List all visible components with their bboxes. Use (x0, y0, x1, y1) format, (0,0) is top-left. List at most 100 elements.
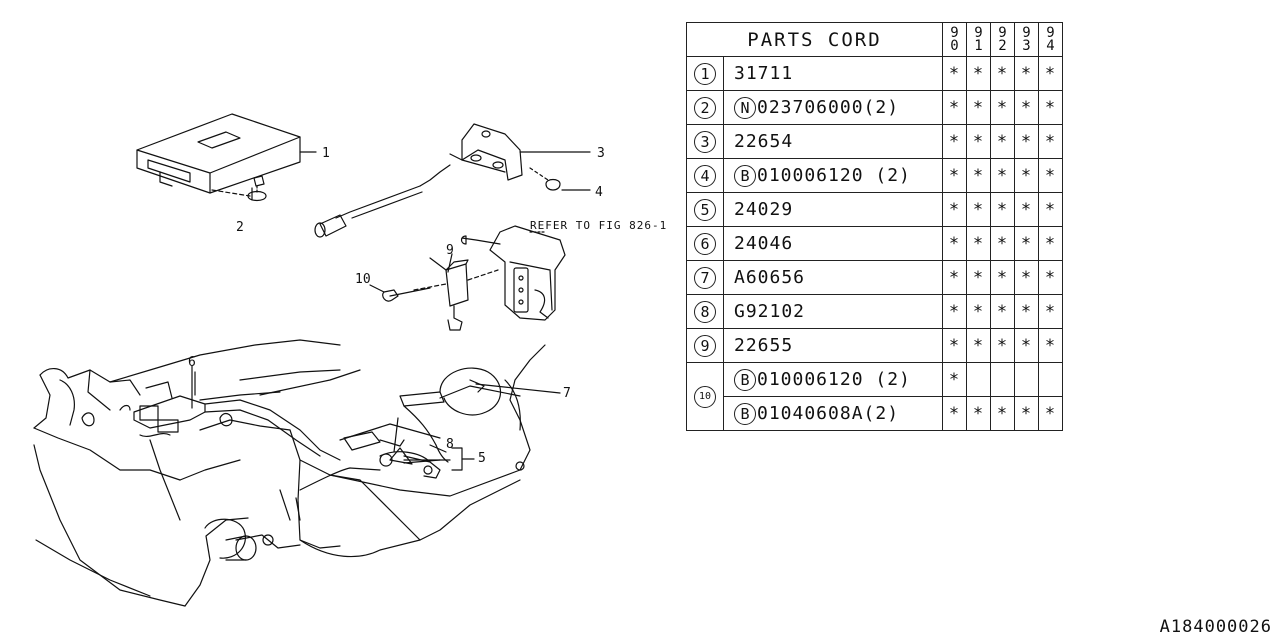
part-code-cell: 31711 (723, 56, 943, 91)
year-mark-cell: * (990, 56, 1015, 91)
part-number-cell: 4 (686, 158, 724, 193)
year-mark-cell: * (942, 328, 967, 363)
year-mark-cell: * (1014, 226, 1039, 261)
callout-3: 3 (597, 146, 605, 161)
year-mark-cell: * (1014, 396, 1039, 431)
callout-8: 8 (446, 437, 454, 452)
part-number-circle: 9 (694, 334, 716, 357)
year-mark-cell: * (1038, 328, 1063, 363)
part-number-cell: 2 (686, 90, 724, 125)
part-number-circle: 6 (694, 232, 716, 255)
part-prefix-circle: B (734, 402, 756, 425)
year-mark-cell: * (966, 158, 991, 193)
callout-4: 4 (595, 185, 603, 200)
year-mark-cell: * (1014, 56, 1039, 91)
year-mark-cell: * (966, 192, 991, 227)
part-code-text: 31711 (734, 63, 794, 84)
sensor-bracket-drawing (314, 123, 591, 238)
callout-9: 9 (446, 243, 454, 258)
year-mark-cell: * (942, 158, 967, 193)
parts-diagram (33, 113, 591, 607)
part-number-circle: 3 (694, 130, 716, 153)
year-mark-cell: * (942, 362, 967, 397)
year-mark-cell: * (966, 328, 991, 363)
part-number-circle: 10 (694, 385, 716, 408)
part-prefix-circle: B (734, 368, 756, 391)
part-number-cell: 7 (686, 260, 724, 295)
callout-2: 2 (236, 220, 244, 235)
part-code-text: 023706000(2) (757, 96, 900, 118)
year-mark-cell: * (1038, 192, 1063, 227)
part-code-text: G92102 (734, 301, 806, 322)
speedometer-cable-drawing (399, 367, 561, 463)
year-mark-cell: * (1038, 56, 1063, 91)
part-code-text: 010006120 (2) (757, 368, 911, 390)
callout-7: 7 (563, 386, 571, 401)
year-mark-cell: * (942, 124, 967, 159)
year-mark-cell (990, 362, 1015, 397)
year-mark-cell: * (1014, 328, 1039, 363)
year-mark-cell: * (1038, 226, 1063, 261)
table-header-title: PARTS CORD (686, 22, 943, 57)
part-code-cell: G92102 (723, 294, 943, 329)
year-mark-cell: * (1014, 192, 1039, 227)
year-mark-cell: * (942, 226, 967, 261)
figure-id: A184000026 (1159, 617, 1272, 637)
control-unit-drawing (136, 113, 317, 202)
part-number-circle: 2 (694, 96, 716, 119)
year-mark-cell: * (966, 124, 991, 159)
part-number-cell: 8 (686, 294, 724, 329)
part-number-cell: 10 (686, 362, 724, 431)
year-mark-cell: * (990, 192, 1015, 227)
part-code-cell: A60656 (723, 260, 943, 295)
year-mark-cell: * (966, 260, 991, 295)
callout-5: 5 (478, 451, 486, 466)
part-number-cell: 5 (686, 192, 724, 227)
year-mark-cell: * (1014, 90, 1039, 125)
part-code-cell: 24046 (723, 226, 943, 261)
year-mark-cell: * (942, 294, 967, 329)
year-mark-cell: * (1014, 294, 1039, 329)
year-mark-cell: * (1038, 294, 1063, 329)
year-mark-cell: * (1038, 396, 1063, 431)
year-mark-cell: * (990, 124, 1015, 159)
year-mark-cell (966, 362, 991, 397)
year-mark-cell: * (1038, 90, 1063, 125)
part-number-cell: 9 (686, 328, 724, 363)
callout-10: 10 (355, 272, 371, 287)
year-mark-cell: * (966, 396, 991, 431)
part-number-cell: 3 (686, 124, 724, 159)
year-mark-cell (1014, 362, 1039, 397)
year-mark-cell: * (1014, 124, 1039, 159)
part-prefix-circle: N (734, 96, 756, 119)
year-mark-cell: * (966, 56, 991, 91)
year-mark-cell: * (966, 226, 991, 261)
year-mark-cell: * (990, 260, 1015, 295)
part-number-circle: 7 (694, 266, 716, 289)
part-code-text: 22655 (734, 335, 794, 356)
year-mark-cell: * (942, 56, 967, 91)
part-code-text: 010006120 (2) (757, 164, 911, 186)
part-number-circle: 4 (694, 164, 716, 187)
year-mark-cell: * (942, 192, 967, 227)
year-mark-cell: * (990, 294, 1015, 329)
sensor-assembly-drawing (382, 225, 566, 331)
